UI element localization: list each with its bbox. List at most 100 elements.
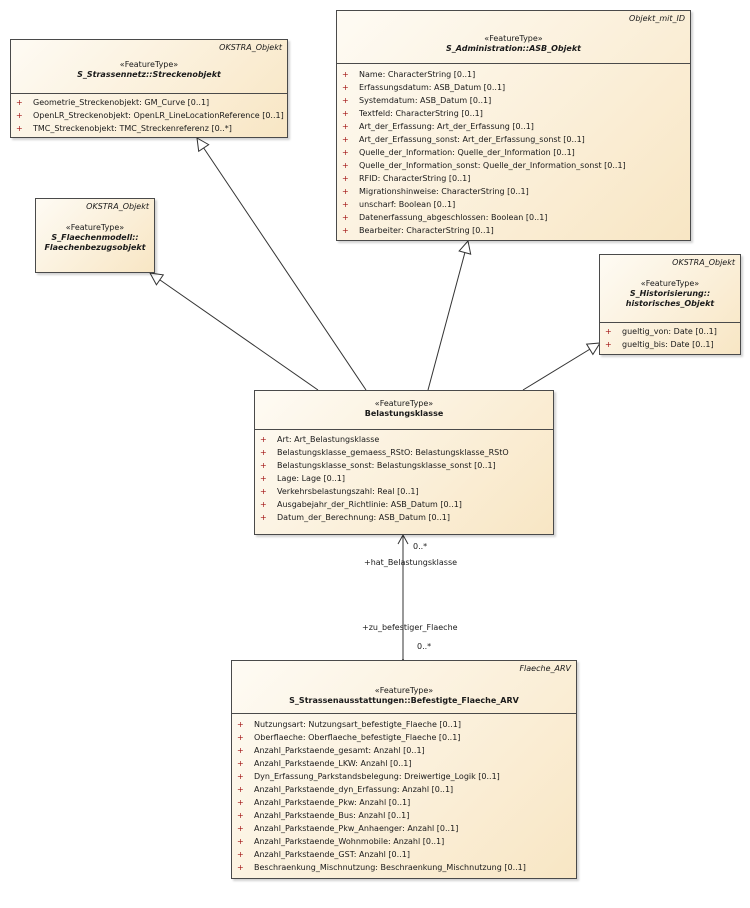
generalization-to-historisches-objekt[interactable]: [522, 343, 600, 391]
class-streckenobjekt[interactable]: OKSTRA_Objekt «FeatureType» S_Strassenne…: [10, 39, 288, 138]
attribute-text: Beschraenkung_Mischnutzung: Beschraenkun…: [254, 863, 526, 872]
public-visibility-icon: +: [237, 824, 244, 833]
attribute-row[interactable]: +Migrationshinweise: CharacterString [0.…: [337, 185, 690, 198]
attribute-row[interactable]: +Quelle_der_Information: Quelle_der_Info…: [337, 146, 690, 159]
public-visibility-icon: +: [605, 327, 612, 336]
public-visibility-icon: +: [237, 772, 244, 781]
public-visibility-icon: +: [260, 435, 267, 444]
attribute-row[interactable]: + Bearbeiter: CharacterString [0..1]: [337, 224, 690, 237]
compartment-divider: [255, 429, 553, 430]
attribute-text: RFID: CharacterString [0..1]: [359, 174, 471, 183]
attribute-row[interactable]: +unscharf: Boolean [0..1]: [337, 198, 690, 211]
attribute-text: Erfassungsdatum: ASB_Datum [0..1]: [359, 83, 506, 92]
attribute-row[interactable]: +Textfeld: CharacterString [0..1]: [337, 107, 690, 120]
public-visibility-icon: +: [16, 124, 23, 133]
attribute-row[interactable]: +Art_der_Erfassung: Art_der_Erfassung [0…: [337, 120, 690, 133]
attribute-row[interactable]: +Verkehrsbelastungszahl: Real [0..1]: [255, 485, 553, 498]
public-visibility-icon: +: [237, 785, 244, 794]
attribute-list: +gueltig_von: Date [0..1] +gueltig_bis: …: [600, 325, 740, 351]
attribute-row[interactable]: + Lage: Lage [0..1]: [255, 472, 553, 485]
attribute-row[interactable]: +Ausgabejahr_der_Richtlinie: ASB_Datum […: [255, 498, 553, 511]
public-visibility-icon: +: [342, 135, 349, 144]
attribute-row[interactable]: + Oberflaeche: Oberflaeche_befestigte_Fla…: [232, 731, 576, 744]
class-flaechenbezugsobjekt[interactable]: OKSTRA_Objekt «FeatureType» S_Flaechenmo…: [35, 198, 155, 273]
attribute-row[interactable]: +Systemdatum: ASB_Datum [0..1]: [337, 94, 690, 107]
public-visibility-icon: +: [342, 187, 349, 196]
attribute-row[interactable]: +Nutzungsart: Nutzungsart_befestigte_Fla…: [232, 718, 576, 731]
attribute-row[interactable]: +Quelle_der_Information_sonst: Quelle_de…: [337, 159, 690, 172]
attribute-text: Anzahl_Parkstaende_dyn_Erfassung: Anzahl…: [254, 785, 454, 794]
attribute-text: Art_der_Erfassung_sonst: Art_der_Erfassu…: [359, 135, 585, 144]
public-visibility-icon: +: [342, 122, 349, 131]
attribute-row[interactable]: +Datum_der_Berechnung: ASB_Datum [0..1]: [255, 511, 553, 524]
attribute-text: Geometrie_Streckenobjekt: GM_Curve [0..1…: [33, 98, 210, 107]
attribute-row[interactable]: +gueltig_von: Date [0..1]: [600, 325, 740, 338]
attribute-text: Belastungsklasse_sonst: Belastungsklasse…: [277, 461, 496, 470]
attribute-row[interactable]: + Anzahl_Parkstaende_dyn_Erfassung: Anzah…: [232, 783, 576, 796]
attribute-text: Belastungsklasse_gemaess_RStO: Belastung…: [277, 448, 509, 457]
attribute-row[interactable]: + Dyn_Erfassung_Parkstandsbelegung: Dreiw…: [232, 770, 576, 783]
upper-multiplicity-label: 0..*: [413, 542, 428, 551]
attribute-row[interactable]: +Name: CharacterString [0..1]: [337, 68, 690, 81]
attribute-row[interactable]: +Art: Art_Belastungsklasse: [255, 433, 553, 446]
attribute-row[interactable]: + Erfassungsdatum: ASB_Datum [0..1]: [337, 81, 690, 94]
attribute-row[interactable]: +Anzahl_Parkstaende_LKW: Anzahl [0..1]: [232, 757, 576, 770]
attribute-row[interactable]: + Beschraenkung_Mischnutzung: Beschraenku…: [232, 861, 576, 874]
public-visibility-icon: +: [237, 863, 244, 872]
class-tag: Objekt_mit_ID: [629, 14, 685, 23]
class-belastungsklasse[interactable]: «FeatureType» Belastungsklasse +Art: Art…: [254, 390, 554, 535]
public-visibility-icon: +: [342, 83, 349, 92]
public-visibility-icon: +: [260, 487, 267, 496]
public-visibility-icon: +: [237, 811, 244, 820]
class-name: Belastungsklasse: [364, 409, 444, 418]
class-historisches-objekt[interactable]: OKSTRA_Objekt «FeatureType» S_Historisie…: [599, 254, 741, 355]
attribute-row[interactable]: +Geometrie_Streckenobjekt: GM_Curve [0..…: [11, 96, 287, 109]
attribute-text: Name: CharacterString [0..1]: [359, 70, 476, 79]
public-visibility-icon: +: [237, 746, 244, 755]
generalization-to-asb-objekt[interactable]: [427, 241, 468, 391]
attribute-row[interactable]: +Anzahl_Parkstaende_Pkw: Anzahl [0..1]: [232, 796, 576, 809]
attribute-text: Anzahl_Parkstaende_Bus: Anzahl [0..1]: [254, 811, 410, 820]
attribute-row[interactable]: +Belastungsklasse_sonst: Belastungsklass…: [255, 459, 553, 472]
attribute-row[interactable]: +OpenLR_Streckenobjekt: OpenLR_LineLocat…: [11, 109, 287, 122]
attribute-row[interactable]: + Anzahl_Parkstaende_Bus: Anzahl [0..1]: [232, 809, 576, 822]
public-visibility-icon: +: [237, 733, 244, 742]
generalization-to-flaechenbezugsobjekt[interactable]: [150, 273, 319, 391]
public-visibility-icon: +: [260, 513, 267, 522]
public-visibility-icon: +: [260, 448, 267, 457]
stereotype-label: «FeatureType»: [484, 34, 543, 43]
class-befestigte-flaeche-arv[interactable]: Flaeche_ARV «FeatureType» S_Strassenauss…: [231, 660, 577, 879]
compartment-divider: [337, 63, 690, 64]
public-visibility-icon: +: [260, 474, 267, 483]
attribute-row[interactable]: +TMC_Streckenobjekt: TMC_Streckenreferen…: [11, 122, 287, 135]
class-name-line2: Flaechenbezugsobjekt: [44, 243, 146, 252]
stereotype-label: «FeatureType»: [374, 399, 434, 408]
public-visibility-icon: +: [237, 850, 244, 859]
compartment-divider: [232, 713, 576, 714]
attribute-text: Quelle_der_Information: Quelle_der_Infor…: [359, 148, 575, 157]
attribute-row[interactable]: +Anzahl_Parkstaende_Pkw_Anhaenger: Anzah…: [232, 822, 576, 835]
attribute-text: Dyn_Erfassung_Parkstandsbelegung: Dreiwe…: [254, 772, 500, 781]
attribute-text: OpenLR_Streckenobjekt: OpenLR_LineLocati…: [33, 111, 284, 120]
attribute-row[interactable]: +Anzahl_Parkstaende_GST: Anzahl [0..1]: [232, 848, 576, 861]
public-visibility-icon: +: [342, 226, 349, 235]
attribute-text: Datenerfassung_abgeschlossen: Boolean [0…: [359, 213, 548, 222]
attribute-row[interactable]: +Datenerfassung_abgeschlossen: Boolean […: [337, 211, 690, 224]
attribute-row[interactable]: +Anzahl_Parkstaende_Wohnmobile: Anzahl […: [232, 835, 576, 848]
attribute-list: +Name: CharacterString [0..1] +Erfassung…: [337, 68, 690, 237]
attribute-text: Bearbeiter: CharacterString [0..1]: [359, 226, 494, 235]
class-tag: OKSTRA_Objekt: [219, 43, 282, 52]
stereotype-label: «FeatureType»: [65, 223, 125, 232]
attribute-row[interactable]: +RFID: CharacterString [0..1]: [337, 172, 690, 185]
attribute-row[interactable]: +Anzahl_Parkstaende_gesamt: Anzahl [0..1…: [232, 744, 576, 757]
generalization-to-streckenobjekt[interactable]: [197, 138, 367, 391]
upper-role-label: +hat_Belastungsklasse: [364, 558, 458, 567]
attribute-list: +Art: Art_Belastungsklasse +Belastungskl…: [255, 433, 553, 524]
attribute-row[interactable]: +gueltig_bis: Date [0..1]: [600, 338, 740, 351]
class-asb-objekt[interactable]: Objekt_mit_ID «FeatureType» S_Administra…: [336, 10, 691, 241]
attribute-text: Oberflaeche: Oberflaeche_befestigte_Flae…: [254, 733, 461, 742]
attribute-row[interactable]: + Belastungsklasse_gemaess_RStO: Belastun…: [255, 446, 553, 459]
attribute-text: Lage: Lage [0..1]: [277, 474, 346, 483]
attribute-row[interactable]: + Art_der_Erfassung_sonst: Art_der_Erfass…: [337, 133, 690, 146]
